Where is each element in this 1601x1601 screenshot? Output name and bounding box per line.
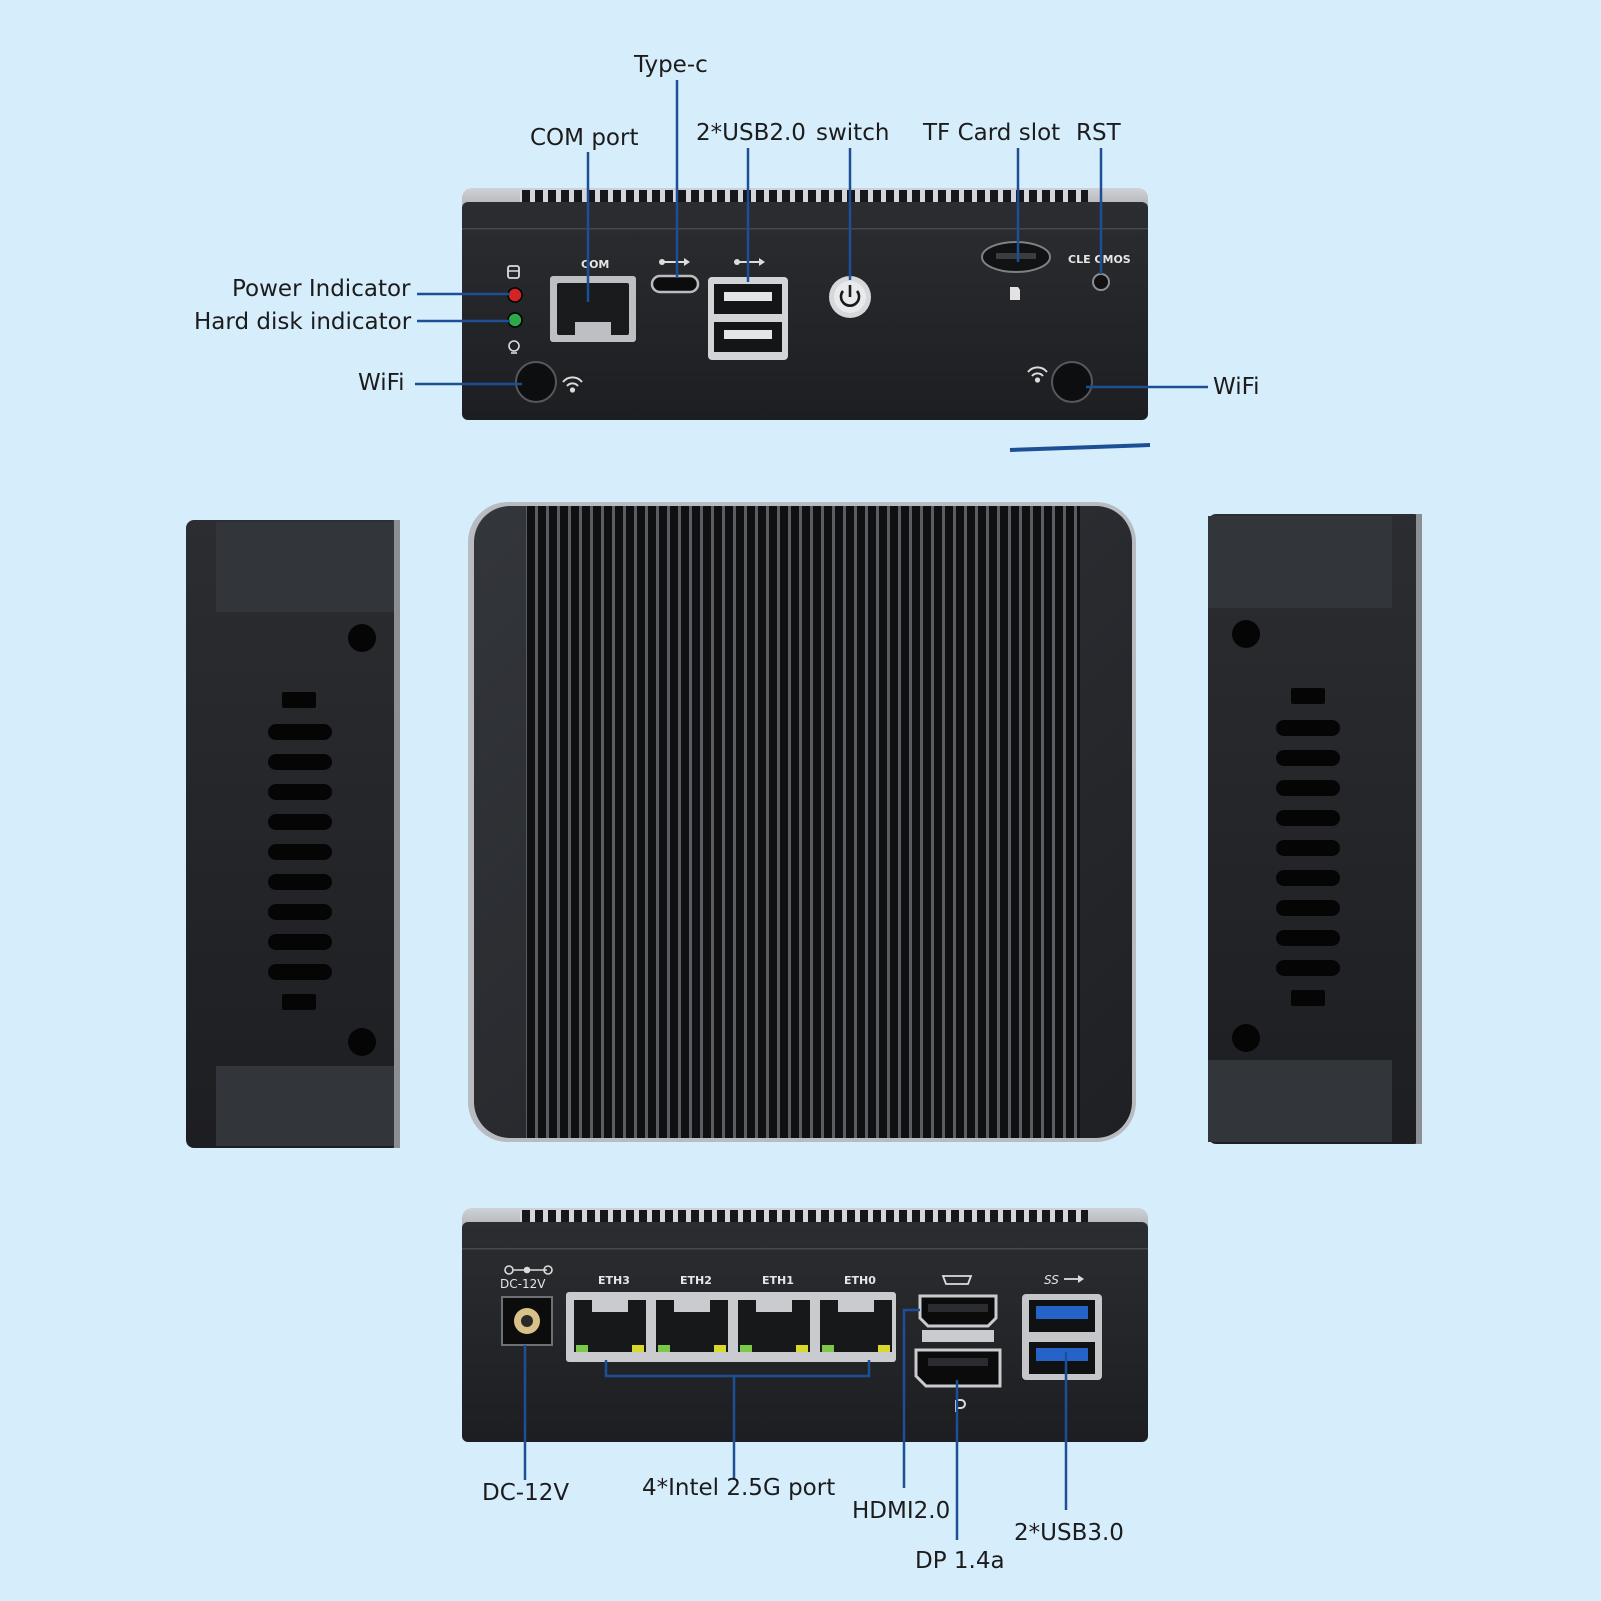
hdmi-icon xyxy=(941,1275,973,1285)
leader-lines xyxy=(415,80,1208,1540)
bulb-icon xyxy=(508,340,520,354)
ss-label: SS xyxy=(1044,1273,1059,1287)
left-vent xyxy=(268,692,332,1010)
callout-intel-ports: 4*Intel 2.5G port xyxy=(642,1475,836,1501)
wifi-antenna-left xyxy=(515,361,557,403)
power-button xyxy=(829,276,871,318)
ethernet-ports xyxy=(566,1292,896,1362)
dc-label: DC-12V xyxy=(500,1277,546,1291)
usb3-ports xyxy=(1022,1294,1102,1380)
power-led xyxy=(507,287,523,303)
usb3-icon: SS xyxy=(1044,1273,1084,1287)
disk-icon xyxy=(507,265,520,279)
dc-polarity-icon xyxy=(504,1265,553,1275)
rear-panel: DC-12V ETH3 ETH2 ETH1 ETH0 xyxy=(462,1208,1148,1442)
front-panel: COM xyxy=(462,188,1151,452)
right-side-view xyxy=(1208,514,1422,1144)
callout-com-port: COM port xyxy=(530,125,639,151)
eth1-label: ETH1 xyxy=(762,1274,794,1287)
callout-wifi-left: WiFi xyxy=(358,370,405,396)
callout-switch: switch xyxy=(816,120,890,146)
callout-wifi-right: WiFi xyxy=(1213,374,1260,400)
front-chassis xyxy=(462,202,1148,420)
com-label: COM xyxy=(581,258,609,271)
usb2-ports xyxy=(708,277,788,360)
wifi-antenna-right xyxy=(1051,361,1093,403)
callout-hdmi: HDMI2.0 xyxy=(852,1498,951,1524)
eth2-label: ETH2 xyxy=(680,1274,712,1287)
hdmi-port xyxy=(918,1294,998,1342)
top-heatsink-fins xyxy=(526,506,1080,1138)
callout-power-indicator: Power Indicator xyxy=(232,276,411,302)
left-side-view xyxy=(186,520,400,1148)
eth3-label: ETH3 xyxy=(598,1274,630,1287)
com-port xyxy=(550,276,636,342)
callout-hard-disk-indicator: Hard disk indicator xyxy=(194,309,412,335)
rst-button xyxy=(1092,273,1110,291)
sd-card-icon xyxy=(1010,287,1020,300)
tf-card-slot xyxy=(981,241,1051,273)
callout-dc-12v: DC-12V xyxy=(482,1480,570,1506)
type-c-port xyxy=(650,274,700,294)
decor-stroke xyxy=(1009,443,1151,452)
eth0-label: ETH0 xyxy=(844,1274,876,1287)
disk-led xyxy=(507,312,523,328)
callout-rst: RST xyxy=(1076,120,1121,146)
right-vent xyxy=(1276,688,1340,1006)
displayport-port xyxy=(914,1348,1002,1388)
power-icon xyxy=(839,290,861,307)
top-view xyxy=(468,502,1136,1142)
dc-jack xyxy=(501,1296,553,1346)
wifi-icon xyxy=(1027,366,1048,383)
callout-usb3: 2*USB3.0 xyxy=(1014,1520,1124,1546)
clear-cmos-label: CLE CMOS xyxy=(1068,253,1131,266)
right-side-chassis xyxy=(1208,514,1422,1144)
callout-dp: DP 1.4a xyxy=(915,1548,1005,1574)
wifi-icon xyxy=(562,376,583,393)
callout-tf-card-slot: TF Card slot xyxy=(923,120,1061,146)
callout-usb2: 2*USB2.0 xyxy=(696,120,806,146)
usb-icon xyxy=(659,258,690,266)
left-side-chassis xyxy=(186,520,400,1148)
callout-type-c: Type-c xyxy=(634,52,708,78)
